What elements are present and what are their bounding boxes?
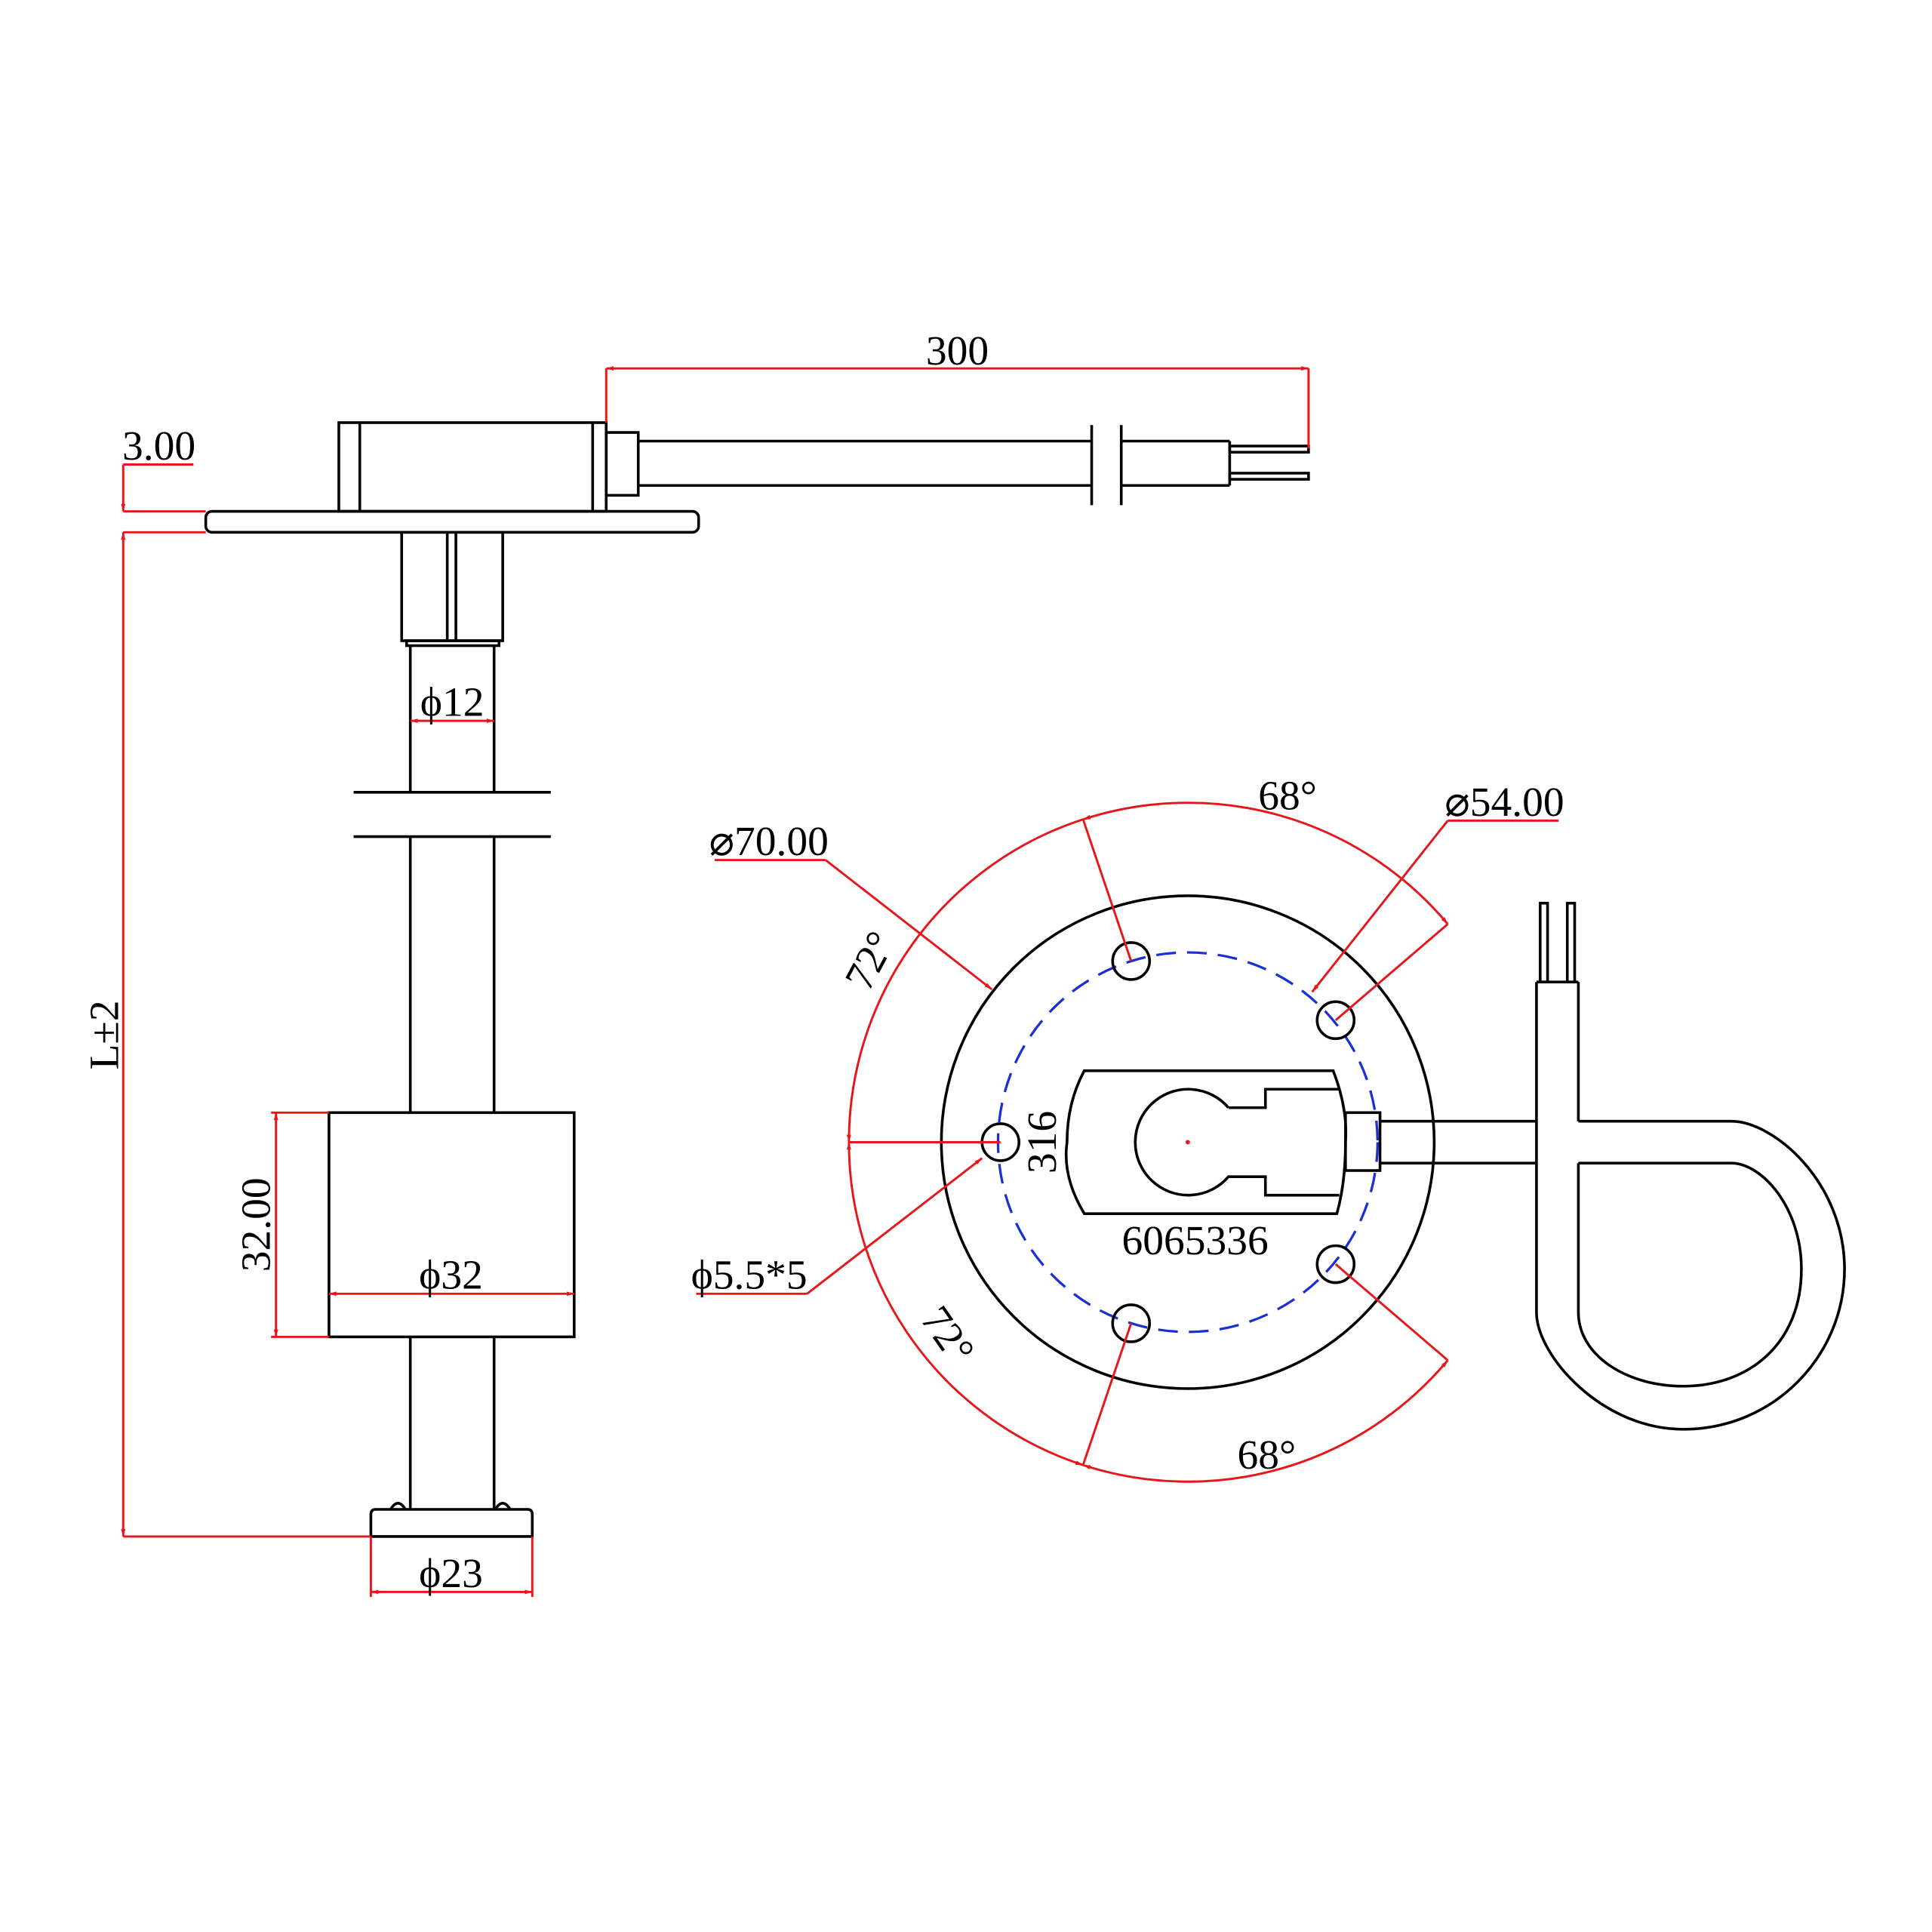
mounting-flange — [204, 509, 700, 534]
angle-upper-left-label: 72° — [836, 924, 904, 998]
lower-housing — [400, 531, 504, 642]
hole-spec-label: ϕ5.5*5 — [691, 1253, 808, 1299]
total-length-label: L±2 — [82, 1000, 128, 1069]
cable — [638, 425, 1310, 506]
part-number-label: 6065336 — [1122, 1218, 1269, 1264]
float-diameter-label: ϕ32 — [419, 1253, 483, 1299]
cable-loop — [1380, 901, 1846, 1431]
leaders: ⌀70.00 ⌀54.00 ϕ5.5*5 — [691, 780, 1564, 1299]
angle-top-label: 68° — [1258, 774, 1317, 820]
float — [328, 1111, 576, 1339]
float-height-label: 32.00 — [234, 1177, 280, 1272]
dim-phi23: ϕ23 — [369, 1536, 534, 1597]
bolt-circle-label: ⌀54.00 — [1444, 780, 1564, 826]
angle-bottom-label: 68° — [1238, 1432, 1297, 1478]
cable-gland — [605, 431, 640, 497]
cable-gland — [1344, 1111, 1382, 1172]
stopper-diameter-label: ϕ23 — [419, 1551, 483, 1597]
angle-dimensions: 68° 68° 72° 72° — [836, 774, 1449, 1483]
stem — [353, 645, 551, 1509]
dim-length: L±2 — [82, 532, 371, 1538]
dim-3: 3.00 — [121, 423, 206, 534]
stopper — [369, 1508, 534, 1538]
dim-phi12: ϕ12 — [410, 680, 494, 726]
dim-300: 300 — [605, 328, 1310, 449]
flange-thickness-label: 3.00 — [122, 423, 195, 469]
head-housing — [337, 421, 608, 513]
keyhole — [1134, 1088, 1340, 1197]
dim-32-height: 32.00 — [234, 1111, 329, 1338]
dim-phi32: ϕ32 — [328, 1253, 574, 1299]
angle-lower-left-label: 72° — [912, 1298, 983, 1373]
material-label: 316 — [1020, 1111, 1066, 1174]
flange-diameter-label: ⌀70.00 — [709, 819, 829, 865]
cable-length-label: 300 — [926, 328, 989, 374]
side-view: 300 3.00 L±2 ϕ12 32.00 ϕ32 — [82, 328, 1310, 1597]
top-view: 68° 68° 72° 72° ⌀70.00 ⌀54.00 ϕ5.5*5 316… — [691, 774, 1846, 1483]
stem-diameter-label: ϕ12 — [420, 680, 485, 726]
